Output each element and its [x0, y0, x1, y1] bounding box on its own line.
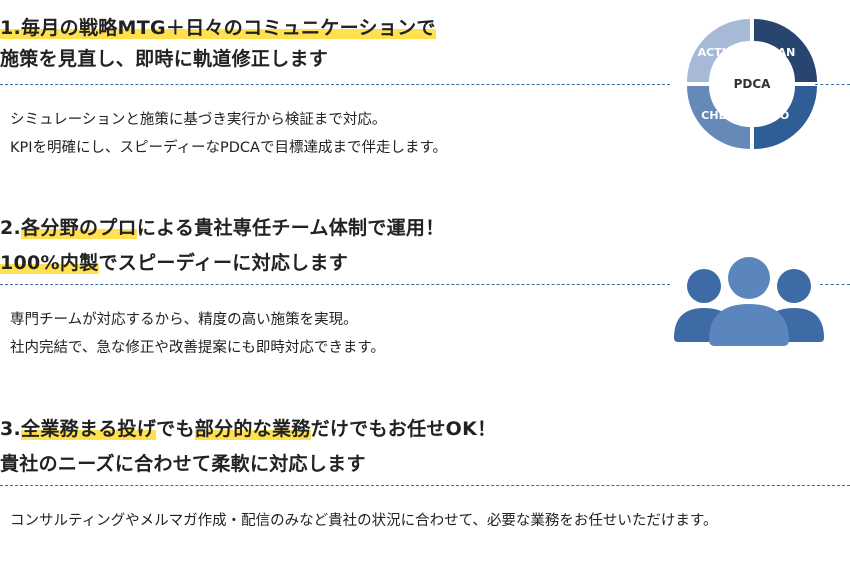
team-icon	[674, 257, 824, 346]
section-1-number: 1.	[0, 17, 22, 39]
section-3-heading-line1: 3.全業務まる投げでも部分的な業務だけでもお任せOK！	[0, 418, 497, 440]
section-3-body: コンサルティングやメルマガ作成・配信のみなど貴社の状況に合わせて、必要な業務をお…	[10, 513, 718, 529]
section-3-divider	[0, 485, 850, 486]
section-2-body: 専門チームが対応するから、精度の高い施策を実現。 社内完結で、急な修正や改善提案…	[10, 312, 385, 356]
section-2-heading-line1: 2.各分野のプロによる貴社専任チーム体制で運用！	[0, 217, 445, 239]
section-2-number: 2.	[0, 217, 22, 239]
pdca-cycle-diagram: ACTION PLAN CHECK DO PDCA	[687, 19, 817, 149]
section-1-divider	[0, 84, 670, 85]
section-2-divider-right	[820, 284, 850, 285]
pdca-action-label: ACTION	[698, 46, 745, 59]
pdca-check-segment	[687, 86, 750, 149]
section-3-heading-line2: 貴社のニーズに合わせて柔軟に対応します	[0, 453, 366, 475]
pdca-plan-segment	[754, 19, 817, 82]
section-1-heading-text: 毎月の戦略MTG＋日々のコミュニケーションで	[21, 17, 436, 39]
section-3-number: 3.	[0, 418, 22, 440]
section-1-heading-line1: 1.毎月の戦略MTG＋日々のコミュニケーションで	[0, 17, 436, 39]
section-1-heading-line2: 施策を見直し、即時に軌道修正します	[0, 48, 329, 70]
pdca-do-segment	[754, 86, 817, 149]
section-1-divider-right	[815, 84, 850, 85]
pdca-action-segment	[687, 19, 750, 82]
pdca-do-label: DO	[771, 109, 789, 122]
section-2-heading-line2: 100%内製でスピーディーに対応します	[0, 252, 349, 274]
pdca-check-label: CHECK	[701, 109, 743, 122]
section-1-body: シミュレーションと施策に基づき実行から検証まで対応。 KPIを明確にし、スピーデ…	[10, 112, 448, 156]
pdca-plan-label: PLAN	[763, 46, 796, 59]
pdca-center-label: PDCA	[734, 77, 772, 91]
section-2-divider	[0, 284, 670, 285]
